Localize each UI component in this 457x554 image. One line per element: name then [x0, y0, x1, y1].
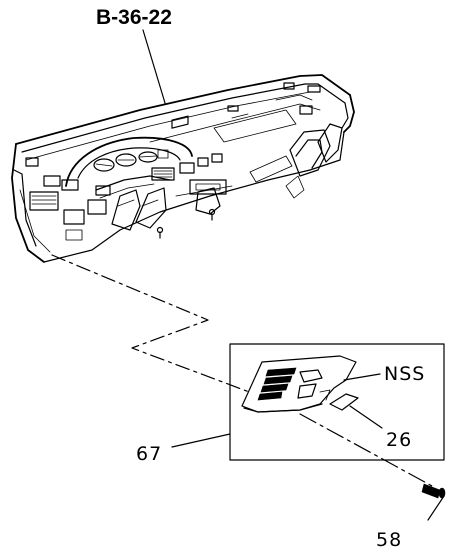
reference-leader-line — [142, 29, 166, 104]
screw-part-58 — [421, 483, 446, 499]
part-58-leader — [427, 495, 445, 521]
callout-part-58: 58 — [376, 529, 402, 551]
cover-panel-part — [241, 355, 357, 413]
chain-leader-line — [51, 254, 261, 397]
dashboard-assembly — [11, 74, 355, 263]
center-console-vents — [151, 153, 233, 197]
dashboard-right-end — [343, 94, 355, 133]
screw-leader-line — [299, 413, 433, 487]
left-vent-panel — [25, 157, 111, 241]
part-67-leader — [171, 433, 231, 448]
cover-panel-vent — [257, 367, 297, 401]
dashboard-top-edge — [15, 74, 351, 145]
callout-nss: NSS — [384, 363, 425, 385]
pad-part-26 — [329, 393, 359, 411]
gauge-cluster — [93, 149, 169, 172]
lower-brackets — [111, 187, 221, 239]
dashboard-lower-edge — [11, 143, 45, 263]
inset-frame — [229, 343, 445, 461]
callout-part-67: 67 — [136, 443, 162, 465]
callout-part-26: 26 — [386, 429, 412, 451]
nss-leader — [343, 373, 381, 381]
instrument-cluster-hood — [65, 136, 193, 187]
right-side-structure — [249, 105, 343, 199]
part-26-leader — [349, 405, 383, 429]
reference-label[interactable]: B-36-22 — [96, 6, 172, 29]
